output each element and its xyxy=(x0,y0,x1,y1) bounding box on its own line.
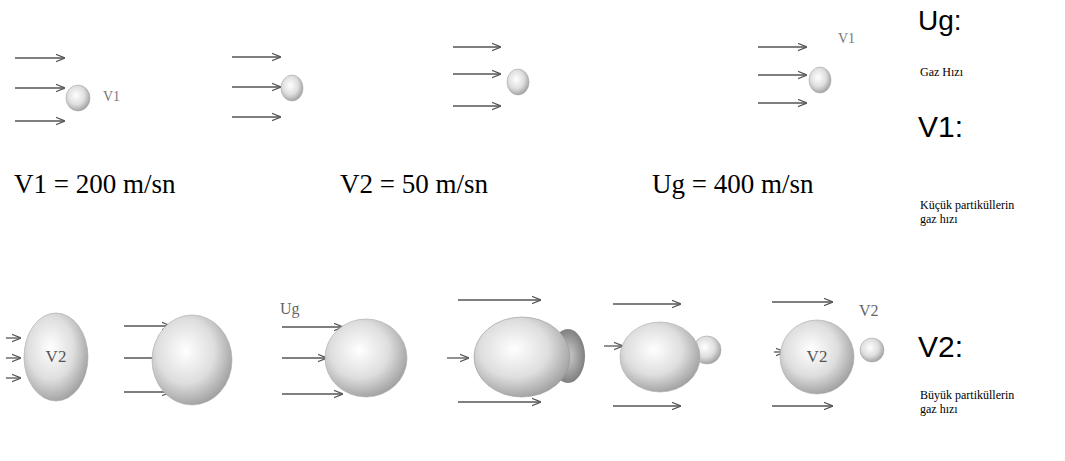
legend-description: Büyük partiküllerin gaz hızı xyxy=(920,388,1030,417)
velocity-label: V2 xyxy=(859,302,879,320)
gas-velocity-label: Ug xyxy=(280,300,300,318)
particle-label: V2 xyxy=(23,348,89,367)
legend-description: Küçük partiküllerin gaz hızı xyxy=(920,198,1030,227)
velocity-label: V1 xyxy=(103,89,120,104)
gas-flow-arrows xyxy=(6,47,832,406)
velocity-value: V1 = 200 m/sn xyxy=(14,170,176,200)
velocity-value: Ug = 400 m/sn xyxy=(652,170,814,200)
velocity-label: V1 xyxy=(838,31,855,46)
particle-outline xyxy=(780,320,854,394)
legend-symbol: Ug: xyxy=(918,6,962,37)
legend-symbol: V1: xyxy=(918,110,963,143)
particle: V2 xyxy=(23,312,89,402)
particle-outline xyxy=(24,313,88,401)
particles xyxy=(66,67,884,405)
particle: V2 xyxy=(779,319,855,395)
velocity-value: V2 = 50 m/sn xyxy=(340,170,488,200)
legend-description: Gaz Hızı xyxy=(920,66,963,79)
particle-label: V2 xyxy=(779,348,855,367)
legend-symbol: V2: xyxy=(918,330,963,363)
